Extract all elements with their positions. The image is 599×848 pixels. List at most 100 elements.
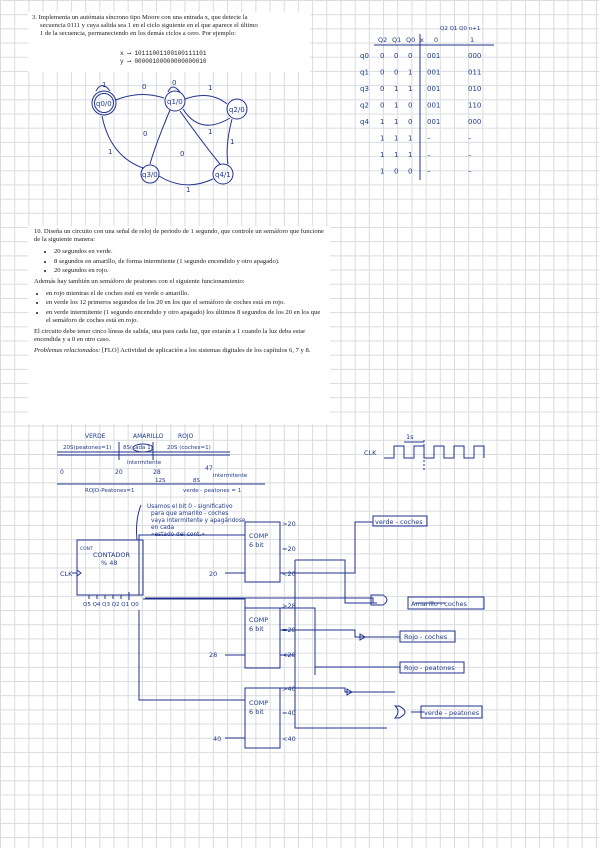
- arrow-icon: ⟶: [127, 58, 131, 66]
- counter-clk: CLK: [60, 570, 73, 578]
- related-text: [FLO] Actividad de aplicación a los sist…: [102, 347, 311, 355]
- table-header-next: Q2 Q1 Q0 n+1: [440, 26, 480, 32]
- table-row-next-0: 001: [427, 52, 440, 60]
- problem-10-statement: 10. Diseña un circuito con una señal de …: [34, 228, 326, 356]
- note-line-4: en cada: [151, 525, 175, 531]
- timeline-mid-8s: 8S: [193, 478, 200, 484]
- table-row-next-1: –: [468, 135, 472, 143]
- edge-label-1: 1: [102, 81, 106, 89]
- bullet-item: en rojo mientras el de coches esté en ve…: [46, 290, 326, 298]
- table-row-bit: 0: [394, 69, 398, 77]
- y-sequence-row: y ⟶ 00000100000000000010: [120, 58, 206, 66]
- comparator-20: [244, 521, 281, 583]
- table-row-next-0: 001: [427, 118, 440, 126]
- timeline-verde-peatones: verde - peatones = 1: [183, 488, 241, 494]
- table-header-q2: Q2: [378, 36, 387, 44]
- table-row-next-0: 001: [427, 85, 440, 93]
- table-row-next-1: –: [468, 151, 472, 159]
- counter-block: [76, 539, 144, 596]
- state-q3-label: q3/0: [142, 171, 158, 179]
- state-q4-label: q4/1: [215, 171, 231, 179]
- table-row-bit: 1: [408, 151, 412, 159]
- timeline-amarillo-sub: 8S(cada 1): [123, 445, 153, 451]
- table-row-bit: 1: [394, 151, 398, 159]
- arrow-icon: ⟶: [127, 50, 131, 57]
- comp-20-gt: >20: [282, 520, 296, 528]
- comp-28-gt: >28: [282, 602, 296, 610]
- state-q1-label: q1/0: [167, 98, 183, 106]
- tick-47: 47: [205, 465, 213, 472]
- table-row-next-1: 011: [468, 69, 481, 77]
- output-rojo-coches: Rojo - coches: [404, 633, 448, 641]
- table-row-bit: 1: [408, 69, 412, 77]
- timeline-verde-label: VERDE: [85, 433, 106, 440]
- bullet-item: 20 segundos en rojo.: [54, 267, 326, 275]
- table-header-next-1: 1: [470, 36, 474, 44]
- timeline-intermitente: intermitente: [127, 460, 162, 466]
- table-row-bit: 1: [380, 168, 384, 176]
- table-header-q1: Q1: [392, 36, 401, 44]
- timeline-sketch: VERDE AMARILLO ROJO 20S(peatones=1) 8S(c…: [57, 433, 265, 494]
- table-row-bit: 0: [380, 69, 384, 77]
- timeline-mid-12s: 12S: [155, 478, 166, 484]
- comparator-40: [244, 687, 281, 749]
- counter-corner: CONT: [80, 546, 93, 552]
- table-row-state: q3: [360, 85, 369, 93]
- table-row-bit: 0: [408, 102, 412, 110]
- table-row-bit: 0: [394, 52, 398, 60]
- y-sequence: 00000100000000000010: [134, 58, 207, 66]
- problem-10-intro: 10. Diseña un circuito con una señal de …: [34, 228, 324, 244]
- comparator-28: [244, 607, 281, 669]
- timeline-rojo-label: ROJO: [178, 433, 194, 440]
- comp-28-label: COMP: [249, 616, 268, 624]
- edge-label-9: 1: [230, 138, 234, 146]
- x-sequence-row: x ⟶ 10111001100100111101: [120, 50, 206, 58]
- table-row-bit: 0: [380, 52, 384, 60]
- edge-label-6: 1: [108, 148, 112, 156]
- timeline-rojo-peatones: ROJO-Peatones=1: [85, 488, 134, 494]
- comp-40-lt: <40: [282, 735, 296, 743]
- output-verde-coches: verde - coches: [375, 518, 423, 526]
- related-label: Problemas relacionados:: [34, 347, 101, 355]
- comp-20-bits: 6 bit: [249, 541, 264, 549]
- bullet-item: 8 segundos en amarillo, de forma intermi…: [54, 258, 326, 266]
- comp-40-value: 40: [213, 735, 221, 743]
- problem-3-statement: 3. Implementa un autómata síncrono tipo …: [32, 14, 312, 39]
- table-row-bit: 0: [408, 168, 412, 176]
- comp-20-eq: =20: [282, 545, 296, 553]
- problem-10-pedestrian-intro: Además hay también un semáforo de peaton…: [34, 278, 245, 286]
- y-label: y: [120, 58, 124, 66]
- table-row-state: q4: [360, 118, 369, 126]
- problem-10-block: [28, 226, 330, 424]
- table-row-bit: 1: [394, 118, 398, 126]
- table-row-next-1: 000: [468, 118, 481, 126]
- sequence-example: x ⟶ 10111001100100111101 y ⟶ 00000100000…: [120, 50, 206, 66]
- timeline-amarillo-label: AMARILLO: [133, 433, 164, 440]
- edge-label-4: 1: [208, 84, 212, 92]
- bullet-item: en verde intermitente (1 segundo encendi…: [46, 309, 326, 325]
- tick-0: 0: [60, 469, 64, 476]
- output-rojo-peatones: Rojo - peatones: [404, 664, 455, 672]
- table-row-bit: 1: [394, 102, 398, 110]
- table-row-bit: 0: [394, 168, 398, 176]
- clock-period-label: 1s: [406, 433, 414, 441]
- table-row-bit: 0: [408, 118, 412, 126]
- bullet-item: 20 segundos en verde.: [54, 248, 326, 256]
- edge-label-3: 0: [172, 79, 176, 87]
- table-row-state: q1: [360, 69, 369, 77]
- table-row-next-1: 110: [468, 102, 481, 110]
- table-row-next-1: 010: [468, 85, 481, 93]
- table-row-bit: 1: [380, 151, 384, 159]
- table-row-state: q2: [360, 102, 369, 110]
- problem-3-line-2: secuencia 0111 y cuya salida sea 1 en el…: [40, 22, 258, 30]
- table-header-x: x: [420, 36, 424, 44]
- output-verde-peatones: verde - peatones: [424, 709, 480, 717]
- table-row-next-0: –: [427, 168, 431, 176]
- clock-label: CLK: [364, 449, 377, 457]
- problem-3-line-1: 3. Implementa un autómata síncrono tipo …: [32, 14, 248, 21]
- comp-40-bits: 6 bit: [249, 708, 264, 716]
- table-header-next-0: 0: [434, 36, 438, 44]
- table-row-bit: 1: [394, 85, 398, 93]
- timeline-intermitente-2: intermitente: [213, 473, 248, 479]
- table-row-bit: 1: [408, 135, 412, 143]
